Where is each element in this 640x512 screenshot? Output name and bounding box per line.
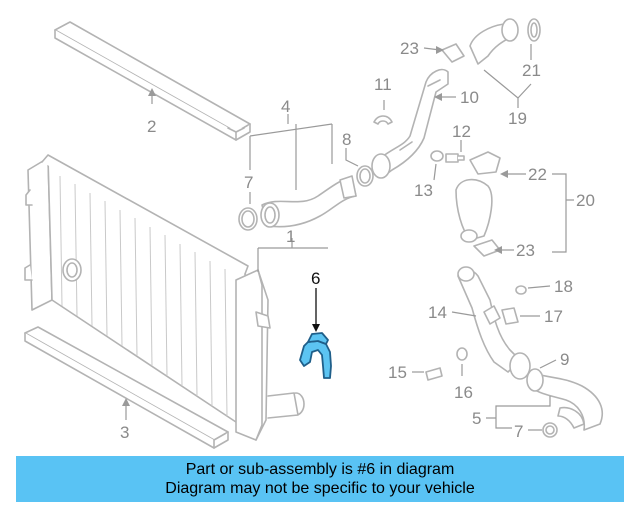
callout-5: 5: [472, 409, 481, 428]
callout-3: 3: [120, 423, 129, 442]
callout-23-lower: 23: [516, 241, 535, 260]
upper-rail-part: [54, 21, 251, 141]
charge-hose-left-part: [238, 165, 374, 231]
callout-10: 10: [460, 88, 479, 107]
lower-right-hose-part: [455, 151, 501, 257]
callout-16: 16: [454, 383, 473, 402]
callout-19: 19: [508, 109, 527, 128]
callout-9: 9: [560, 350, 569, 369]
callout-12: 12: [452, 122, 471, 141]
lower-pipe-part: [425, 266, 531, 381]
bolt-part: [430, 150, 465, 163]
callout-4: 4: [281, 97, 290, 116]
upper-hose-part: [469, 18, 541, 65]
banner-line-part-number: Part or sub-assembly is #6 in diagram: [185, 461, 455, 478]
charge-pipe-upper-part: [371, 43, 465, 179]
lower-hose-part: [526, 368, 604, 438]
leader-lines: [122, 44, 574, 431]
callout-6: 6: [311, 269, 320, 288]
callout-20: 20: [576, 191, 595, 210]
intercooler-part: [24, 154, 305, 441]
callout-14: 14: [428, 303, 447, 322]
callout-22: 22: [528, 165, 547, 184]
callout-18: 18: [554, 277, 573, 296]
lower-rail-part: [24, 326, 229, 449]
info-banner: Part or sub-assembly is #6 in diagram Di…: [16, 456, 624, 502]
callout-17: 17: [544, 307, 563, 326]
clip-part-highlighted: [299, 332, 332, 379]
callout-7-upper: 7: [244, 173, 253, 192]
callout-11: 11: [374, 75, 392, 94]
callout-15: 15: [388, 363, 407, 382]
callout-1: 1: [286, 227, 295, 246]
callout-7-lower: 7: [514, 422, 523, 441]
banner-line-disclaimer: Diagram may not be specific to your vehi…: [165, 480, 475, 497]
callout-2: 2: [147, 117, 156, 136]
callout-13: 13: [414, 181, 433, 200]
callout-21: 21: [522, 61, 541, 80]
retainer-clip-part: [373, 115, 393, 125]
callout-8: 8: [342, 130, 351, 149]
highlight-leader: [312, 288, 320, 332]
callout-labels: 1 2 3 4 5 6 7 7 8 9 10 11 12 13 14 15 16…: [120, 39, 595, 442]
callout-23-upper: 23: [400, 39, 419, 58]
parts-diagram: 1 2 3 4 5 6 7 7 8 9 10 11 12 13 14 15 16…: [24, 18, 604, 449]
